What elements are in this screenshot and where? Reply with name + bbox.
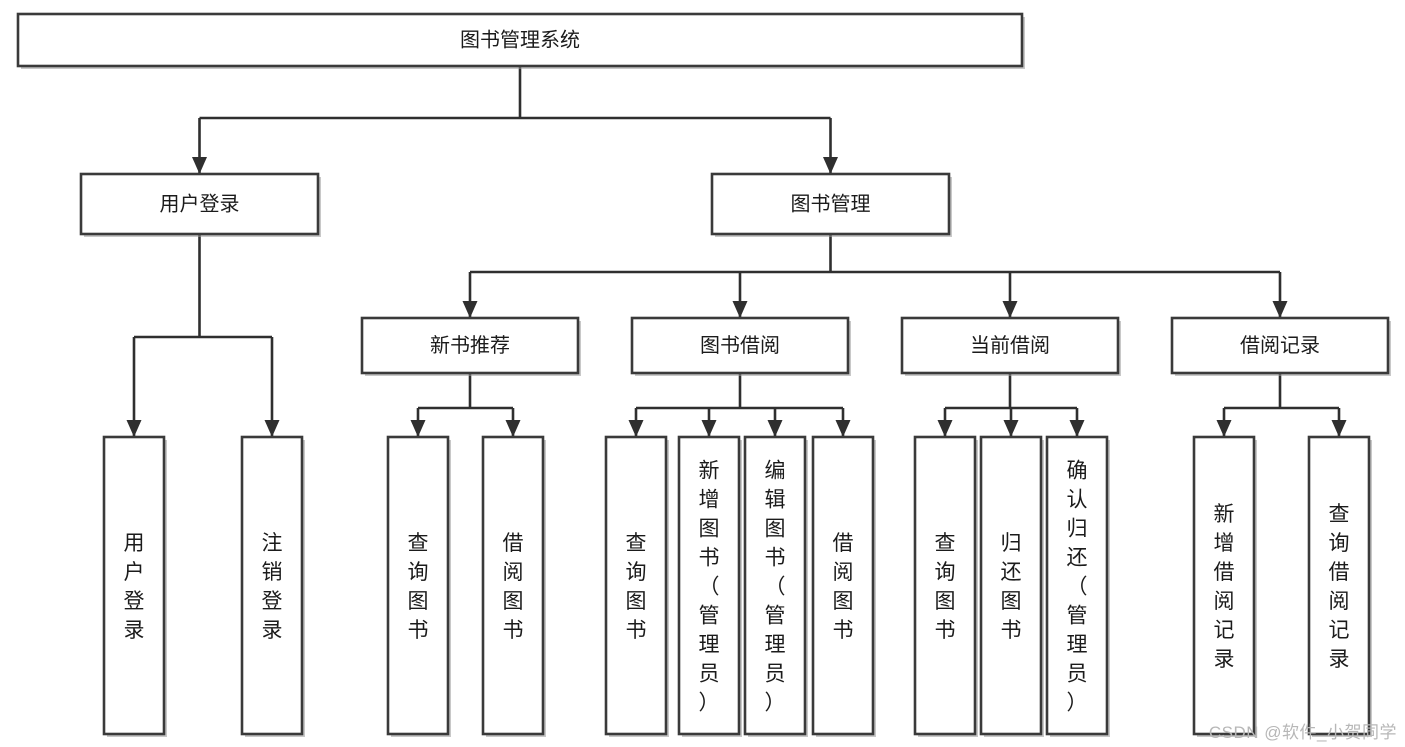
node-label: 借阅图书 xyxy=(833,532,854,642)
node-label: 查询借阅记录 xyxy=(1329,503,1350,671)
connector-bus-borrow-record xyxy=(1216,373,1347,437)
node-label: 用户登录 xyxy=(124,532,145,642)
node-leaf-query-book-borrow[interactable]: 查询图书 xyxy=(604,435,669,737)
node-leaf-add-book-admin[interactable]: 新增图书（管理员） xyxy=(677,435,742,737)
arrow-head-icon xyxy=(937,420,953,437)
node-label: 注销登录 xyxy=(262,532,283,642)
arrow-head-icon xyxy=(264,420,280,437)
node-book-manage[interactable]: 图书管理 xyxy=(710,172,952,237)
arrow-head-icon xyxy=(126,420,142,437)
node-label: 当前借阅 xyxy=(970,334,1050,357)
connector-bus-user-login xyxy=(126,234,280,437)
arrow-head-icon xyxy=(1069,420,1085,437)
arrow-head-icon xyxy=(628,420,644,437)
connector-bus-new-book-recommend xyxy=(410,373,521,437)
arrow-head-icon xyxy=(1331,420,1347,437)
arrow-head-icon xyxy=(701,420,717,437)
node-label: 图书管理 xyxy=(791,192,871,215)
node-label: 新增借阅记录 xyxy=(1214,503,1235,671)
node-leaf-return-book[interactable]: 归还图书 xyxy=(979,435,1044,737)
node-layer: 图书管理系统用户登录图书管理新书推荐图书借阅当前借阅借阅记录用户登录注销登录查询… xyxy=(16,12,1391,737)
arrow-head-icon xyxy=(732,301,748,318)
connector-bus-book-manage xyxy=(462,234,1288,318)
node-book-borrow[interactable]: 图书借阅 xyxy=(630,316,851,376)
connector-bus-book-borrow xyxy=(628,373,851,437)
node-leaf-borrow-book-recommend[interactable]: 借阅图书 xyxy=(481,435,546,737)
node-leaf-query-borrow-record[interactable]: 查询借阅记录 xyxy=(1307,435,1372,737)
node-label: 借阅图书 xyxy=(503,532,524,642)
node-root[interactable]: 图书管理系统 xyxy=(16,12,1025,69)
node-leaf-logout-login[interactable]: 注销登录 xyxy=(240,435,305,737)
arrow-head-icon xyxy=(410,420,426,437)
node-leaf-confirm-return-admin[interactable]: 确认归还（管理员） xyxy=(1045,435,1110,737)
node-label: 借阅记录 xyxy=(1240,334,1320,357)
node-label: 查询图书 xyxy=(626,532,647,642)
node-label: 用户登录 xyxy=(160,192,240,215)
connector-bus-current-borrow xyxy=(937,373,1085,437)
node-new-book-recommend[interactable]: 新书推荐 xyxy=(360,316,581,376)
arrow-head-icon xyxy=(505,420,521,437)
node-leaf-query-book-recommend[interactable]: 查询图书 xyxy=(386,435,451,737)
node-borrow-record[interactable]: 借阅记录 xyxy=(1170,316,1391,376)
node-leaf-edit-book-admin[interactable]: 编辑图书（管理员） xyxy=(743,435,808,737)
connector-bus-root xyxy=(192,66,838,174)
arrow-head-icon xyxy=(1003,420,1019,437)
node-leaf-query-book-current[interactable]: 查询图书 xyxy=(913,435,978,737)
node-user-login[interactable]: 用户登录 xyxy=(79,172,321,237)
arrow-head-icon xyxy=(1002,301,1018,318)
node-label: 编辑图书（管理员） xyxy=(765,460,786,715)
node-label: 新书推荐 xyxy=(430,334,510,357)
arrow-head-icon xyxy=(462,301,478,318)
arrow-head-icon xyxy=(1272,301,1288,318)
node-label: 归还图书 xyxy=(1001,532,1022,642)
arrow-head-icon xyxy=(823,157,838,174)
connector-layer xyxy=(126,66,1347,437)
node-label: 查询图书 xyxy=(408,532,429,642)
node-leaf-user-login[interactable]: 用户登录 xyxy=(102,435,167,737)
arrow-head-icon xyxy=(192,157,207,174)
watermark-text: CSDN @软件_小贺同学 xyxy=(1208,723,1397,742)
node-label: 图书管理系统 xyxy=(460,28,580,51)
node-label: 确认归还（管理员） xyxy=(1067,460,1088,715)
arrow-head-icon xyxy=(835,420,851,437)
node-label: 查询图书 xyxy=(935,532,956,642)
node-current-borrow[interactable]: 当前借阅 xyxy=(900,316,1121,376)
node-label: 图书借阅 xyxy=(700,334,780,357)
arrow-head-icon xyxy=(1216,420,1232,437)
arrow-head-icon xyxy=(767,420,783,437)
node-label: 新增图书（管理员） xyxy=(699,460,720,715)
node-leaf-add-borrow-record[interactable]: 新增借阅记录 xyxy=(1192,435,1257,737)
node-leaf-borrow-book[interactable]: 借阅图书 xyxy=(811,435,876,737)
